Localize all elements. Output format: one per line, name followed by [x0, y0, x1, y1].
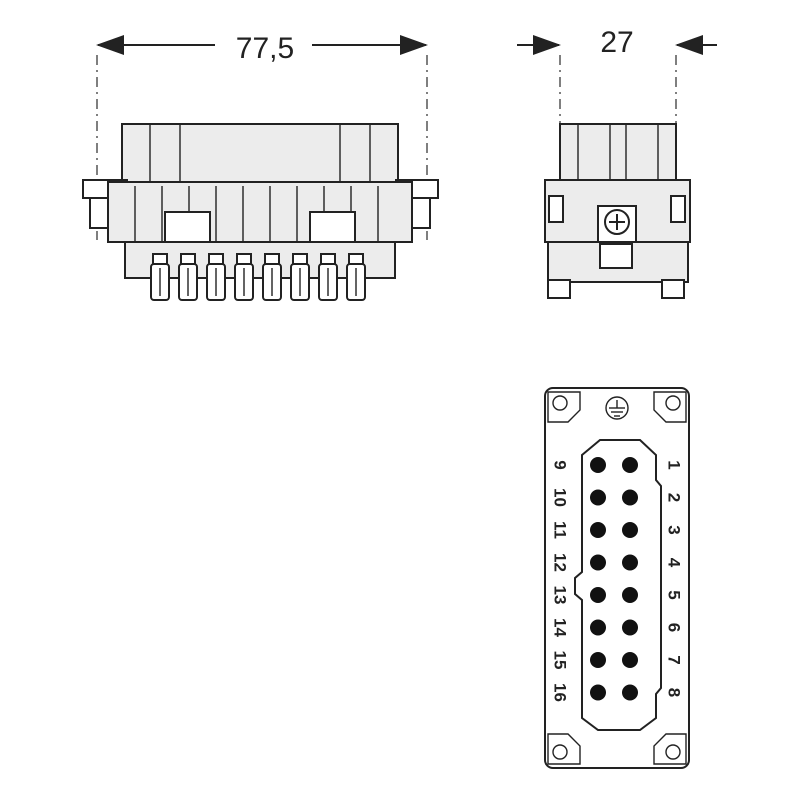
- contact-hole: [590, 619, 606, 636]
- front-contact-pin: [262, 253, 282, 301]
- side-right-latch: [670, 195, 686, 223]
- mounting-hole-top-right-icon: [665, 395, 681, 411]
- contact-hole: [590, 684, 606, 701]
- front-right-window: [309, 211, 356, 243]
- side-earth-terminal: [599, 243, 633, 269]
- side-top-housing: [559, 123, 677, 183]
- contact-hole: [622, 652, 638, 668]
- front-contact-pin: [150, 253, 170, 301]
- pin-number-label: 11: [551, 521, 570, 539]
- pin-number-label: 1: [665, 460, 684, 469]
- pin-number-label: 5: [665, 590, 684, 599]
- pin-number-label: 10: [551, 488, 570, 507]
- side-right-foot: [661, 279, 685, 299]
- front-top-housing: [121, 123, 399, 183]
- contact-hole: [590, 457, 606, 473]
- front-contact-pin: [206, 253, 226, 301]
- ground-symbol-icon: [605, 396, 629, 420]
- mounting-hole-bottom-right-icon: [665, 744, 681, 760]
- pin-number-label: 9: [551, 460, 570, 469]
- pin-number-label: 8: [665, 688, 684, 697]
- front-view: [82, 123, 439, 301]
- contact-hole: [622, 457, 638, 473]
- contact-hole: [622, 554, 638, 571]
- face-insert-contour: [574, 439, 662, 731]
- side-left-foot: [547, 279, 571, 299]
- contact-hole: [622, 587, 638, 603]
- pin-number-label: 16: [551, 683, 570, 702]
- contact-hole: [622, 619, 638, 636]
- contact-hole: [590, 587, 606, 603]
- side-view: [544, 123, 691, 299]
- pin-number-label: 4: [665, 558, 684, 568]
- pin-number-label: 6: [665, 623, 684, 632]
- contact-hole: [590, 522, 606, 538]
- contact-hole: [590, 554, 606, 571]
- pin-number-label: 13: [551, 586, 570, 605]
- front-left-window: [164, 211, 211, 243]
- width-dimension: 77,5: [96, 32, 428, 240]
- width-dimension-label: 77,5: [236, 32, 294, 65]
- front-contact-pin: [346, 253, 366, 301]
- front-contact-pin: [318, 253, 338, 301]
- pin-number-label: 2: [665, 493, 684, 502]
- contact-hole: [622, 489, 638, 506]
- contact-hole: [622, 522, 638, 538]
- depth-dimension-label: 27: [600, 26, 633, 59]
- side-left-latch: [548, 195, 564, 223]
- pin-number-label: 12: [551, 553, 570, 572]
- mounting-hole-bottom-left-icon: [552, 744, 568, 760]
- pin-number-label: 15: [551, 651, 570, 670]
- contact-hole: [590, 652, 606, 668]
- front-contact-pin: [234, 253, 254, 301]
- mounting-hole-top-left-icon: [552, 395, 568, 411]
- front-contact-pin: [290, 253, 310, 301]
- front-middle-body: [107, 181, 413, 243]
- contact-hole: [590, 489, 606, 506]
- contact-hole: [622, 684, 638, 701]
- pin-number-label: 14: [551, 618, 570, 637]
- front-contact-pin: [178, 253, 198, 301]
- pin-number-label: 3: [665, 525, 684, 534]
- pin-number-label: 7: [665, 655, 684, 664]
